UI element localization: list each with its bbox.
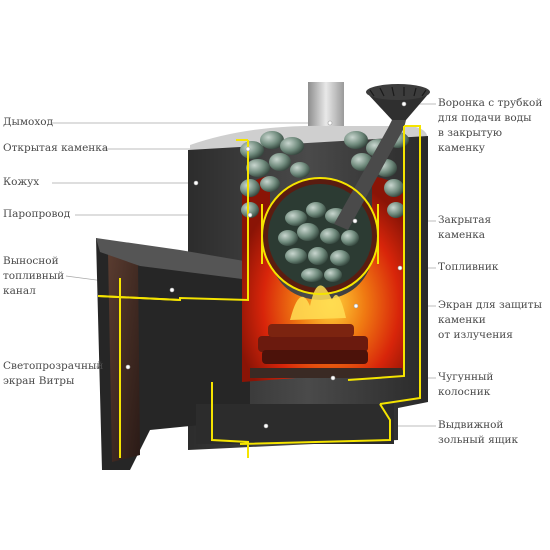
- label-ash-drawer: Выдвижной зольный ящик: [438, 419, 519, 446]
- vitra-glass: [108, 252, 140, 462]
- label-open-heater: Открытая каменка: [3, 142, 109, 154]
- fuel-channel-top: [96, 238, 250, 280]
- water-funnel: [334, 84, 430, 230]
- label-casing: Кожух: [3, 176, 40, 188]
- label-funnel: Воронка с трубкой для подачи воды в закр…: [438, 97, 543, 154]
- label-grate: Чугунный колосник: [438, 371, 494, 398]
- label-vitra-screen: Светопрозрачный экран Витры: [3, 360, 104, 387]
- ash-drawer: [196, 404, 394, 444]
- label-closed-heater: Закрытая каменка: [438, 214, 492, 241]
- cast-iron-grate: [250, 368, 402, 378]
- label-firebox: Топливник: [438, 261, 499, 273]
- label-chimney: Дымоход: [3, 116, 54, 128]
- label-steam-pipe: Паропровод: [3, 208, 71, 220]
- closed-heater-stones: [278, 202, 359, 282]
- section-outline: [97, 125, 421, 458]
- label-radiation-screen: Экран для защиты каменки от излучения: [438, 299, 542, 341]
- anchor-dots: [125, 101, 407, 429]
- label-remote-fuel-channel: Выносной топливный канал: [3, 255, 65, 297]
- fire-logs: [258, 285, 368, 364]
